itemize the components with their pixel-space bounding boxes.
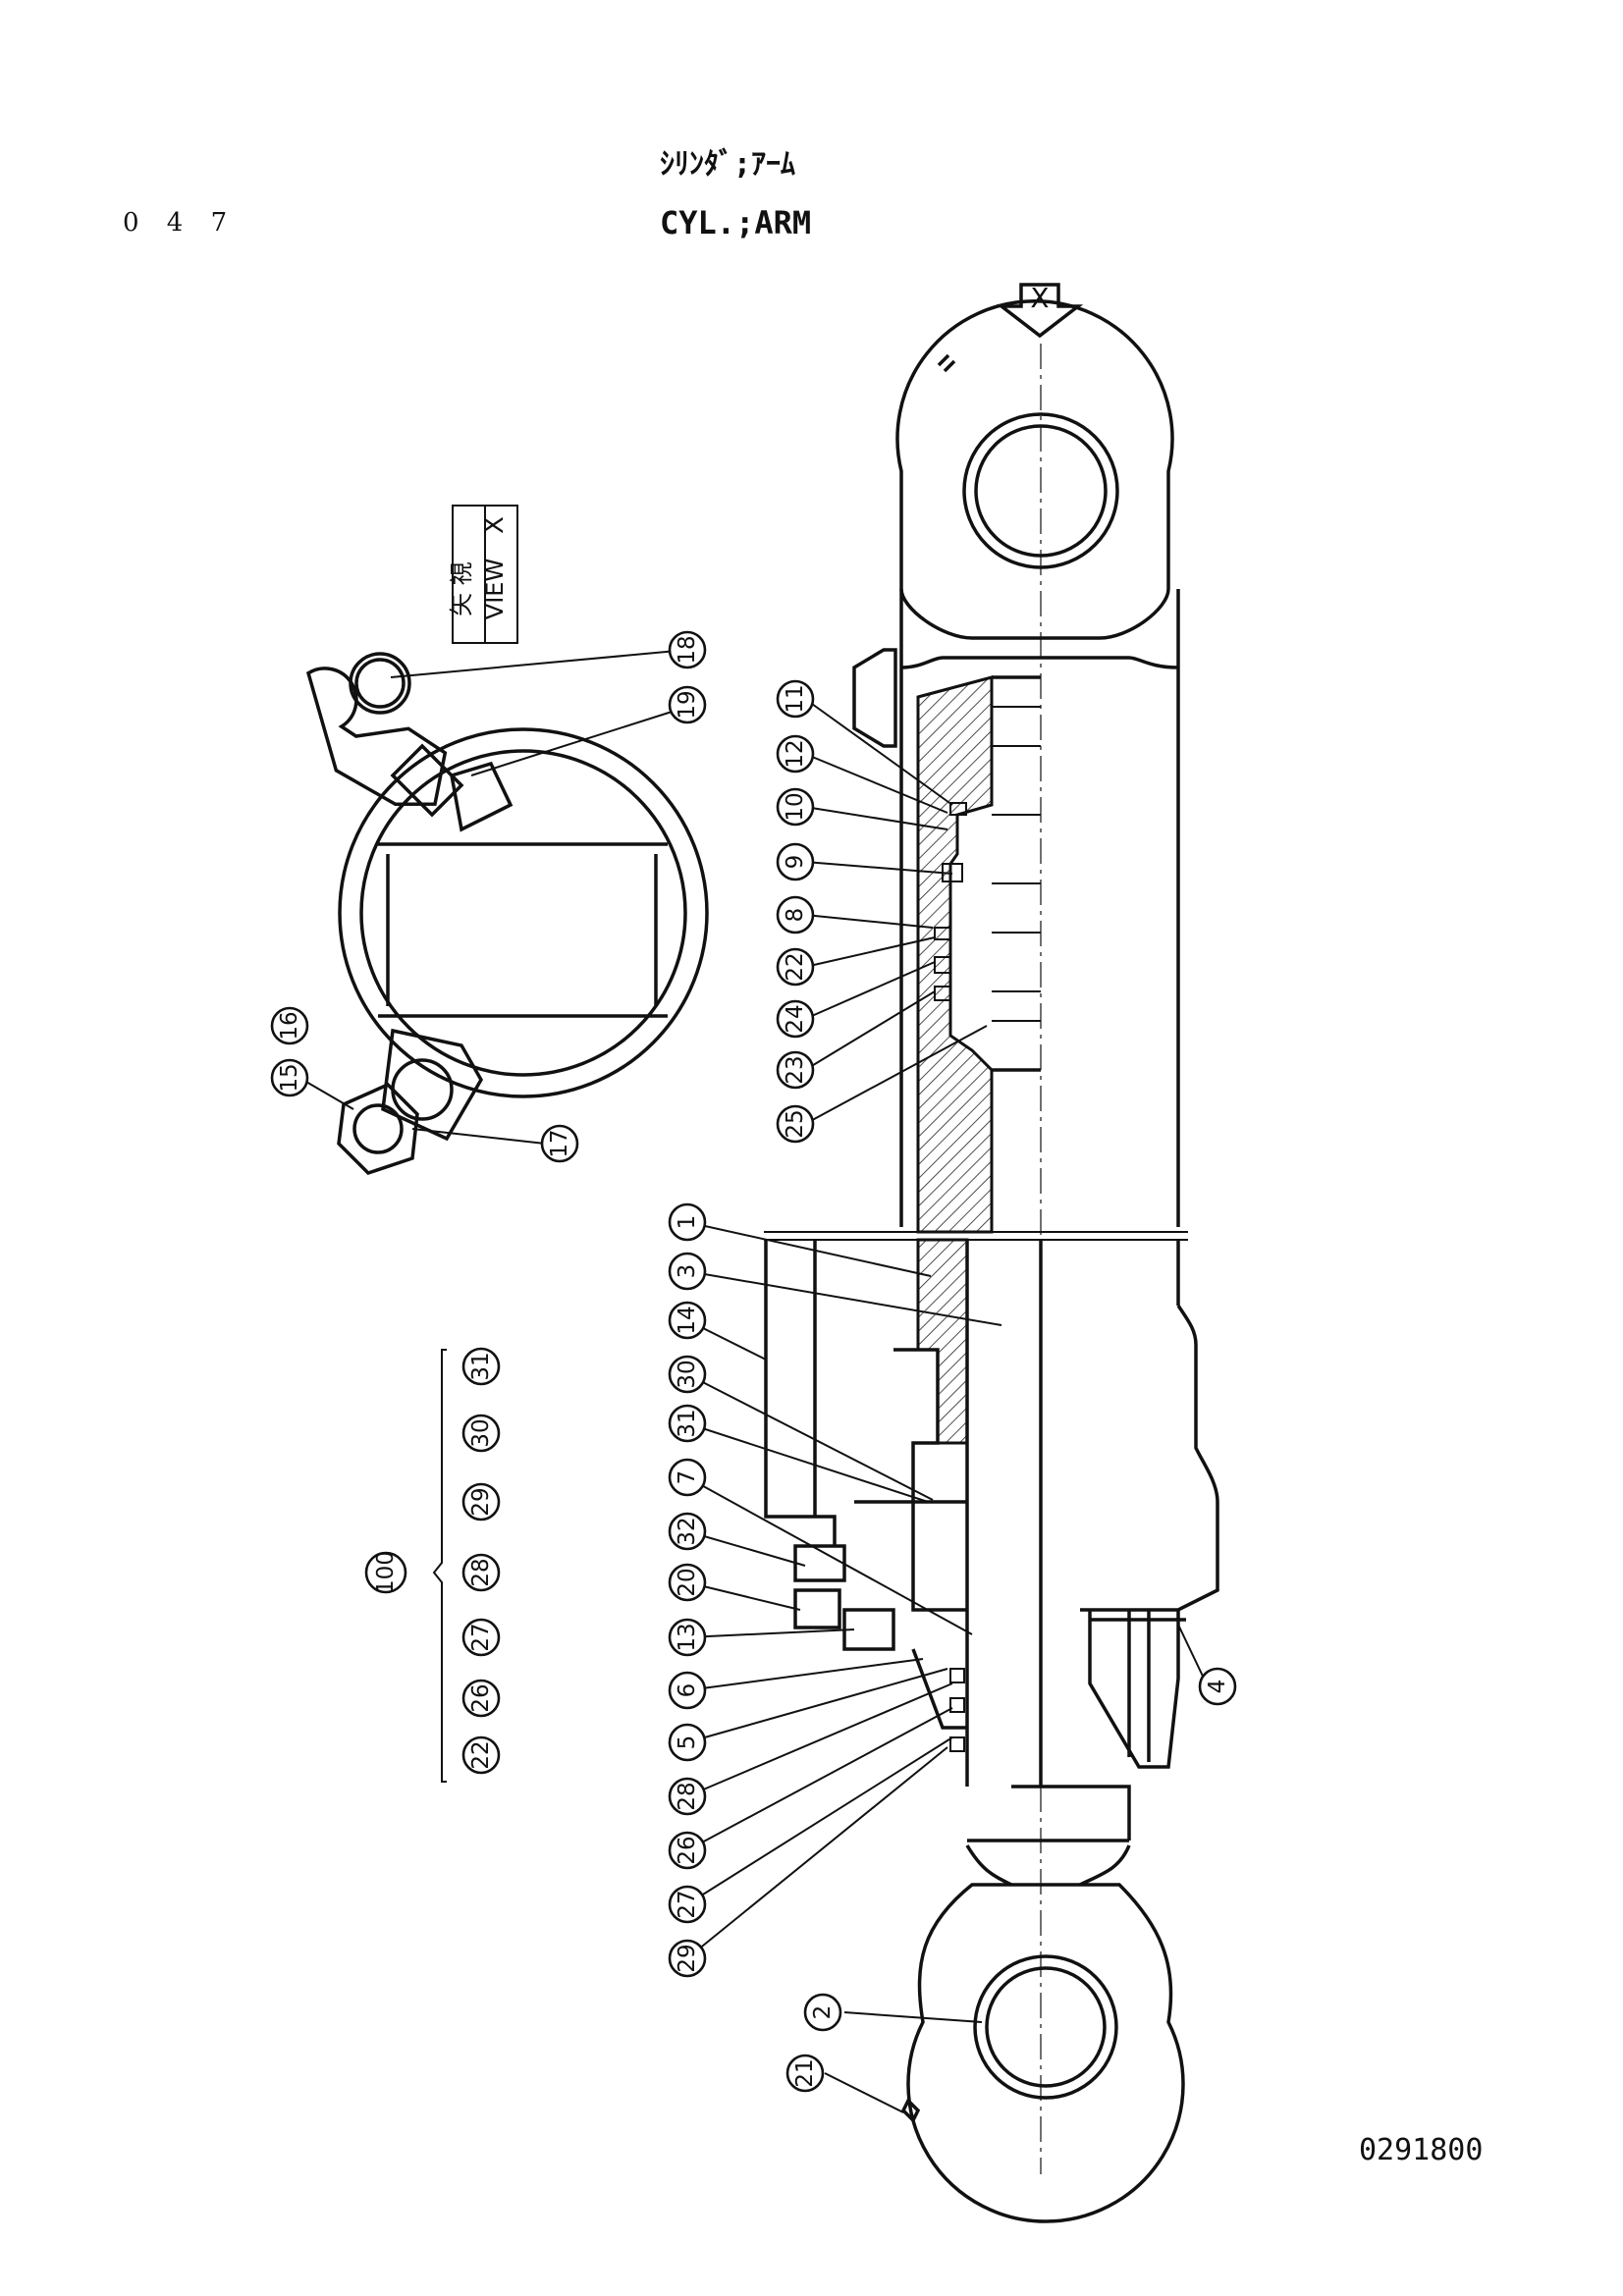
svg-text:29: 29 <box>468 1487 494 1516</box>
svg-text:28: 28 <box>675 1782 700 1810</box>
svg-text:24: 24 <box>783 1004 808 1033</box>
page-number: 0 4 7 <box>123 208 238 238</box>
svg-text:28: 28 <box>468 1558 494 1586</box>
callout-18: 18 <box>668 630 707 669</box>
kit-item-29: 29 <box>461 1482 501 1522</box>
kit-item-27: 27 <box>461 1618 501 1657</box>
svg-text:31: 31 <box>468 1352 494 1380</box>
callout-23: 23 <box>776 1050 815 1090</box>
callout-12: 12 <box>776 734 815 774</box>
callout-14: 14 <box>668 1301 707 1340</box>
svg-text:21: 21 <box>792 2058 818 2087</box>
callout-2: 2 <box>803 1993 842 2032</box>
svg-text:19: 19 <box>675 690 700 719</box>
callout-5: 5 <box>668 1723 707 1762</box>
drawing-code: 0291800 <box>1359 2133 1484 2167</box>
svg-text:15: 15 <box>277 1063 302 1092</box>
svg-text:11: 11 <box>783 684 808 713</box>
view-x-inset: 矢 視 VIEW X <box>305 505 709 1176</box>
callout-17: 17 <box>540 1124 579 1163</box>
callout-13: 13 <box>668 1618 707 1657</box>
svg-text:12: 12 <box>783 739 808 768</box>
svg-text:2: 2 <box>810 2005 836 2020</box>
callout-27: 27 <box>668 1885 707 1924</box>
view-label-jp: 矢 視 <box>448 561 475 616</box>
svg-text:26: 26 <box>468 1683 494 1712</box>
callout-22: 22 <box>776 947 815 987</box>
title-japanese: ｼﾘﾝﾀﾞ;ｱｰﾑ <box>660 147 796 182</box>
svg-text:5: 5 <box>675 1735 700 1750</box>
svg-text:9: 9 <box>783 855 808 870</box>
callout-6: 6 <box>668 1671 707 1710</box>
view-marker-letter: X <box>1030 282 1049 314</box>
svg-text:14: 14 <box>675 1306 700 1334</box>
leader-lines <box>298 649 1209 2113</box>
callout-29: 29 <box>668 1939 707 1978</box>
svg-text:31: 31 <box>675 1409 700 1437</box>
view-label-en: VIEW <box>481 559 509 619</box>
callout-10: 10 <box>776 787 815 827</box>
callout-32: 32 <box>668 1512 707 1551</box>
callout-1: 1 <box>668 1202 707 1242</box>
svg-text:30: 30 <box>675 1360 700 1388</box>
kit-item-31: 31 <box>461 1347 501 1386</box>
svg-text:22: 22 <box>468 1740 494 1769</box>
svg-text:1: 1 <box>675 1215 700 1230</box>
svg-text:27: 27 <box>468 1623 494 1651</box>
svg-text:100: 100 <box>373 1551 399 1594</box>
title-english: CYL.;ARM <box>660 204 812 241</box>
svg-text:26: 26 <box>675 1836 700 1864</box>
svg-text:29: 29 <box>675 1944 700 1972</box>
svg-text:4: 4 <box>1205 1680 1230 1694</box>
svg-text:7: 7 <box>675 1470 700 1485</box>
svg-text:27: 27 <box>675 1890 700 1918</box>
svg-text:20: 20 <box>675 1568 700 1596</box>
callout-7: 7 <box>668 1458 707 1497</box>
callout-24: 24 <box>776 999 815 1039</box>
callout-16: 16 <box>270 1006 309 1045</box>
callout-31: 31 <box>668 1404 707 1443</box>
svg-text:6: 6 <box>675 1683 700 1698</box>
svg-text:16: 16 <box>277 1011 302 1040</box>
svg-text:30: 30 <box>468 1418 494 1447</box>
callout-11: 11 <box>776 679 815 719</box>
kit-item-22: 22 <box>461 1735 501 1775</box>
callout-20: 20 <box>668 1563 707 1602</box>
svg-text:18: 18 <box>675 635 700 664</box>
kit-item-26: 26 <box>461 1679 501 1718</box>
view-label-letter: X <box>480 516 510 534</box>
svg-text:17: 17 <box>547 1129 572 1157</box>
callout-3: 3 <box>668 1252 707 1291</box>
kit-item-30: 30 <box>461 1414 501 1453</box>
svg-text:22: 22 <box>783 952 808 981</box>
kit-group-label: 100 <box>364 1551 407 1594</box>
svg-text:10: 10 <box>783 792 808 821</box>
callout-15: 15 <box>270 1058 309 1097</box>
kit-item-28: 28 <box>461 1553 501 1592</box>
callout-4: 4 <box>1198 1667 1237 1706</box>
view-x-arrow: X <box>996 282 1084 339</box>
svg-text:25: 25 <box>783 1109 808 1138</box>
svg-text:23: 23 <box>783 1055 808 1084</box>
svg-text:8: 8 <box>783 908 808 923</box>
svg-text:13: 13 <box>675 1623 700 1651</box>
svg-text:3: 3 <box>675 1264 700 1279</box>
cylinder-section <box>764 299 1219 2223</box>
callout-9: 9 <box>776 842 815 881</box>
svg-text:32: 32 <box>675 1517 700 1545</box>
callout-26: 26 <box>668 1831 707 1870</box>
callout-8: 8 <box>776 895 815 934</box>
callout-28: 28 <box>668 1777 707 1816</box>
callout-30: 30 <box>668 1355 707 1394</box>
callout-19: 19 <box>668 685 707 724</box>
callout-21: 21 <box>785 2054 825 2093</box>
callout-25: 25 <box>776 1104 815 1144</box>
